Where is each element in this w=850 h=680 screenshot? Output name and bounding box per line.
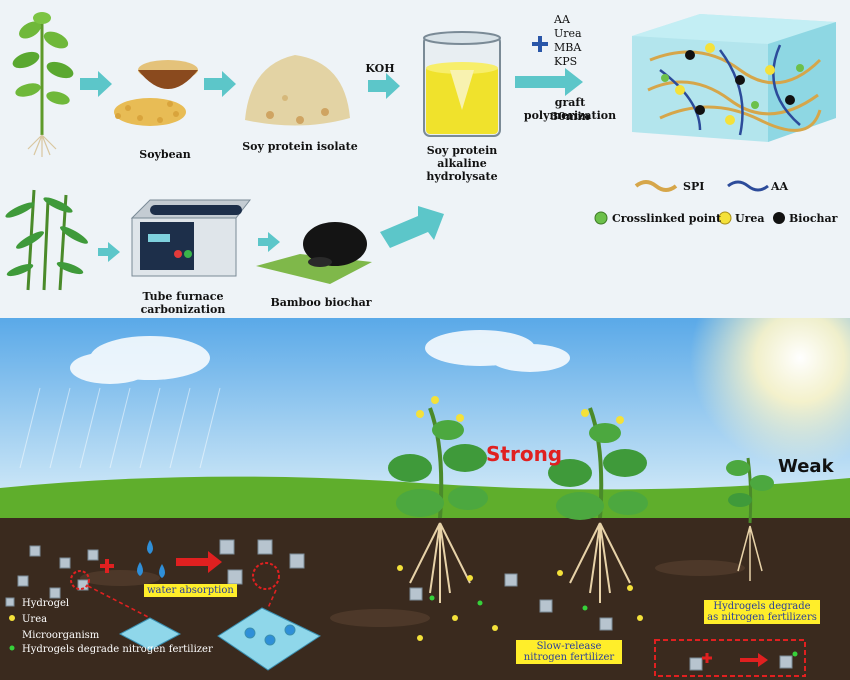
hydrogel-network-cube	[632, 14, 836, 142]
soy-protein-powder-icon	[245, 55, 350, 126]
rain-streaks	[19, 387, 221, 469]
arrow-row2	[98, 206, 444, 262]
hydrogel-mesh-small	[118, 617, 182, 651]
hydrolysate-label: Soy protein alkaline hydrolysate	[426, 144, 498, 183]
soybean-label: Soybean	[139, 148, 191, 161]
reagent-urea: Urea	[554, 27, 582, 40]
sun-icon	[690, 318, 850, 468]
degrade-tag: Hydrogels degrade as nitrogen fertilizer…	[704, 600, 820, 624]
strong-plant-1	[388, 396, 488, 603]
soybean-plant-icon	[12, 12, 74, 157]
water-absorption-tag: water absorption	[144, 584, 237, 597]
koh-label: KOH	[365, 62, 395, 75]
cloud-icon	[70, 330, 570, 384]
legend-spi: SPI	[683, 180, 705, 193]
legend-degrade: Hydrogels degrade nitrogen fertilizer	[22, 644, 213, 655]
tube-furnace-icon	[130, 199, 252, 277]
strong-plant-2	[548, 407, 648, 603]
time-label: 30min	[550, 110, 590, 123]
soybean-bowl-icon	[114, 60, 198, 126]
crosslink-point-icon	[594, 211, 608, 225]
legend-urea: Urea	[735, 212, 765, 225]
beaker-icon	[423, 31, 501, 137]
synthesis-panel: Soybean Soy protein isolate KOH Soy prot…	[0, 0, 850, 318]
reagent-aa: AA	[554, 13, 570, 26]
graft-label: graft polymerization	[523, 96, 617, 122]
bamboo-icon	[5, 189, 88, 291]
legend-hydrogel: Hydrogel	[22, 598, 70, 609]
field-panel: Strong Weak water absorption Slow-releas…	[0, 318, 850, 680]
spi-label: Soy protein isolate	[242, 140, 358, 153]
legend-crosslinked: Crosslinked point	[612, 212, 722, 225]
reagent-kps: KPS	[554, 55, 578, 68]
spi-chain-icon	[634, 180, 678, 192]
weak-label: Weak	[778, 456, 834, 477]
tube-furnace-label: Tube furnace carbonization	[140, 290, 226, 316]
weak-plant	[726, 457, 774, 581]
urea-dots	[9, 565, 643, 641]
plus-red-icon	[100, 559, 114, 573]
strong-label: Strong	[486, 442, 563, 466]
arrow-row1	[80, 68, 583, 99]
plus-icon	[532, 36, 548, 52]
biochar-dot-icon	[773, 212, 785, 224]
reagent-mba: MBA	[554, 41, 582, 54]
water-drop-icon	[137, 540, 165, 578]
legend-microorganism: Microorganism	[22, 630, 100, 641]
nitrogen-dots	[9, 595, 798, 657]
soil	[0, 518, 850, 680]
legend-urea-bottom: Urea	[22, 614, 48, 625]
red-arrow-icon	[176, 551, 222, 573]
hydrogel-mesh-swollen	[217, 607, 322, 671]
synthesis-illustration	[5, 12, 836, 291]
slow-release-tag: Slow-release nitrogen fertilizer	[516, 640, 622, 664]
legend-aa: AA	[771, 180, 789, 193]
biochar-label: Bamboo biochar	[270, 296, 372, 309]
aa-chain-icon	[727, 180, 769, 192]
urea-dot-icon	[718, 211, 732, 225]
biochar-dish-icon	[256, 222, 372, 284]
legend-biochar: Biochar	[789, 212, 838, 225]
field-illustration	[0, 318, 850, 680]
degrade-box	[654, 639, 806, 677]
